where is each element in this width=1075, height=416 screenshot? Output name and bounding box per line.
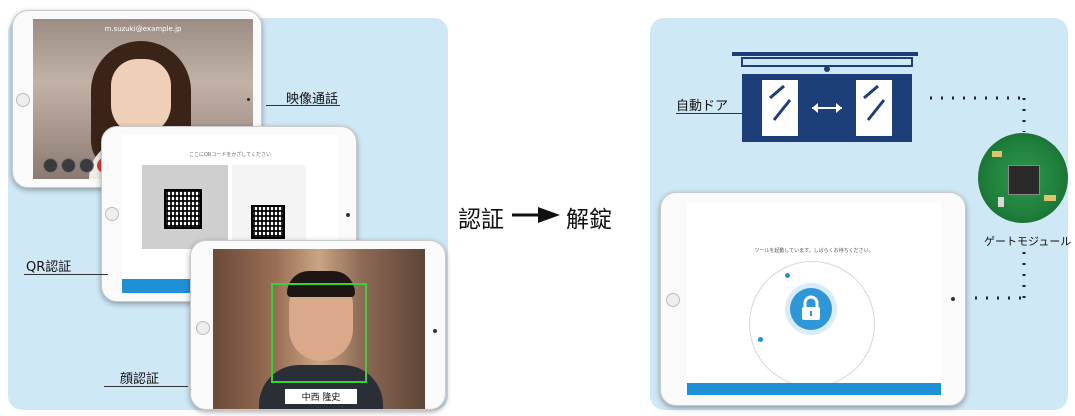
tablet-camera-dot (951, 297, 955, 301)
face-underline (104, 386, 188, 387)
lock-screen: ツールを起動しています。しばらくお待ちください。 (687, 203, 941, 395)
face-detection-box (271, 283, 367, 383)
tablet-camera-dot (247, 98, 250, 101)
face-label: 顔認証 (120, 372, 160, 387)
face-screen: 中西 隆史 (213, 249, 425, 409)
home-button (196, 321, 210, 335)
module-component (992, 151, 1002, 157)
arrow-right-icon (512, 207, 560, 223)
module-component (998, 197, 1004, 207)
tablet-camera-dot (346, 213, 350, 217)
video-call-tablet: m.suzuki@example.jp (12, 10, 262, 188)
module-chip (1008, 165, 1040, 195)
home-button (16, 93, 30, 107)
qr-code-preview (164, 189, 202, 229)
auto-door-label: 自動ドア (676, 99, 729, 114)
unlock-text: 解錠 (566, 207, 612, 233)
mute-button[interactable] (43, 158, 58, 173)
face-tablet: 中西 隆史 (190, 240, 446, 410)
tablet-camera-dot (433, 329, 437, 333)
gate-module-board (978, 133, 1068, 223)
auto-door-diagram (732, 52, 918, 142)
lock-icon (802, 295, 820, 320)
scan-dot (785, 273, 790, 278)
video-call-underline (266, 105, 340, 106)
module-component (1044, 195, 1056, 201)
lock-tablet: ツールを起動しています。しばらくお待ちください。 (660, 192, 966, 406)
qr-instruction: ここにQRコードをかざしてください (188, 152, 272, 158)
auth-text: 認証 (458, 207, 504, 233)
camera-icon[interactable] (79, 158, 94, 173)
lock-instruction: ツールを起動しています。しばらくお待ちください。 (754, 248, 874, 254)
caller-face (111, 59, 171, 135)
module-link-dots (964, 252, 1026, 300)
auto-door-underline (676, 113, 742, 114)
scan-dot (758, 337, 763, 342)
double-arrow-icon (812, 103, 842, 113)
home-button (105, 207, 119, 221)
qr-code-sample (251, 205, 285, 239)
video-call-label: 映像通話 (286, 92, 339, 107)
door-link-dots (930, 96, 1026, 132)
qr-underline (24, 274, 108, 275)
gate-module-label: ゲートモジュール (984, 235, 1072, 248)
caller-email: m.suzuki@example.jp (104, 25, 182, 33)
speaker-button[interactable] (61, 158, 76, 173)
qr-label: QR認証 (26, 260, 72, 275)
lock-footer-bar (687, 383, 941, 395)
home-button (666, 293, 680, 307)
recognized-name: 中西 隆史 (285, 389, 357, 404)
